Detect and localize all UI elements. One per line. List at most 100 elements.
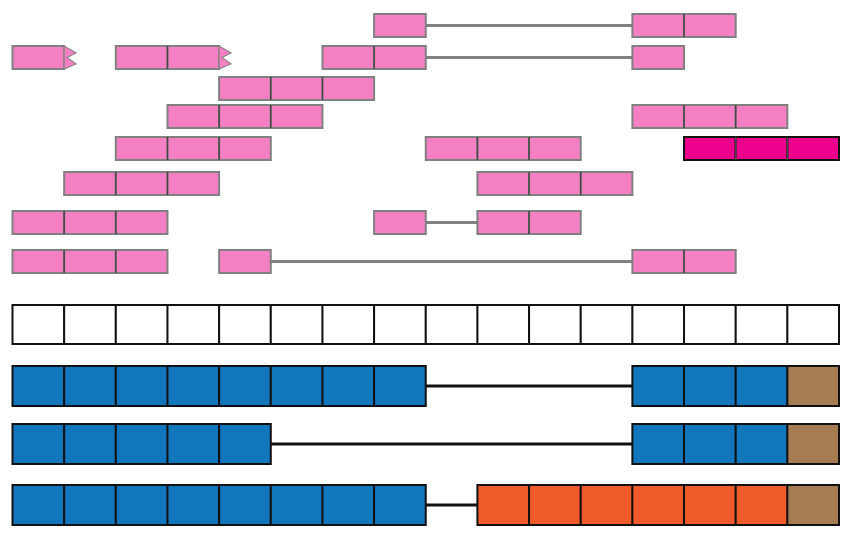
read-13 — [11, 210, 169, 235]
read-block — [218, 76, 272, 101]
read-block — [373, 13, 427, 38]
read-block — [114, 136, 169, 161]
read-9 — [424, 136, 582, 161]
exon-cell-blue — [63, 365, 117, 407]
read-block — [321, 76, 376, 101]
exon-cell-blue — [631, 423, 686, 465]
read-block — [476, 210, 531, 235]
read-block — [11, 210, 66, 235]
exon-cell-blue — [114, 484, 169, 526]
read-1 — [373, 13, 737, 38]
read-block — [373, 45, 427, 70]
exon-cell-blue — [218, 365, 272, 407]
read-block — [528, 136, 582, 161]
read-block — [166, 45, 221, 70]
exon-cell-blue — [63, 423, 117, 465]
exon-cell-blue — [218, 484, 272, 526]
read-block — [114, 210, 169, 235]
truncation-arrow-icon — [63, 45, 78, 70]
exon-cell-blue — [683, 423, 737, 465]
exon-cell-orange — [476, 484, 531, 526]
read-block — [11, 45, 66, 70]
exon-cell-blue — [321, 484, 376, 526]
reference-cell — [424, 304, 479, 345]
exon-cell-blue — [373, 484, 427, 526]
exon-cell-orange — [631, 484, 686, 526]
reference-cell — [114, 304, 169, 345]
read-10 — [683, 136, 840, 161]
transcript-1 — [11, 365, 840, 407]
exon-cell-blue — [218, 423, 272, 465]
transcript-3 — [11, 484, 840, 526]
read-block — [476, 171, 531, 196]
exon-cell-blue — [269, 484, 324, 526]
read-block — [476, 136, 531, 161]
exon-cell-orange — [528, 484, 582, 526]
read-3 — [114, 45, 233, 70]
reference-cell — [11, 304, 66, 345]
reference-cell — [734, 304, 789, 345]
reference-cell — [166, 304, 221, 345]
exon-cell-blue — [166, 423, 221, 465]
reference-cell — [631, 304, 686, 345]
read-block — [166, 171, 221, 196]
exon-cell-blue — [269, 365, 324, 407]
exon-cell-blue — [63, 484, 117, 526]
reference-cell — [528, 304, 582, 345]
read-block — [683, 136, 737, 161]
read-block — [11, 249, 66, 274]
read-block — [269, 76, 324, 101]
read-block — [734, 104, 789, 129]
read-block — [631, 45, 686, 70]
reference-track — [11, 304, 840, 345]
read-block — [114, 249, 169, 274]
read-block — [218, 104, 272, 129]
read-block — [63, 249, 117, 274]
reference-cell — [321, 304, 376, 345]
reference-cell — [683, 304, 737, 345]
reference-cell — [579, 304, 634, 345]
read-15 — [11, 249, 169, 274]
exon-cell-blue — [373, 365, 427, 407]
exon-cell-tan — [786, 423, 840, 465]
read-block — [218, 136, 272, 161]
exon-cell-orange — [734, 484, 789, 526]
exon-cell-blue — [11, 365, 66, 407]
read-block — [269, 104, 324, 129]
read-block — [321, 45, 376, 70]
exon-cell-blue — [321, 365, 376, 407]
reference-cell — [218, 304, 272, 345]
exon-cell-orange — [683, 484, 737, 526]
exon-cell-orange — [579, 484, 634, 526]
read-block — [114, 45, 169, 70]
read-block — [734, 136, 789, 161]
read-6 — [166, 104, 324, 129]
exon-cell-blue — [114, 365, 169, 407]
read-5 — [218, 76, 376, 101]
reference-cell — [373, 304, 427, 345]
transcript-2 — [11, 423, 840, 465]
read-block — [114, 171, 169, 196]
reference-cell — [476, 304, 531, 345]
exon-cell-blue — [734, 365, 789, 407]
exon-cell-blue — [631, 365, 686, 407]
read-16 — [218, 249, 737, 274]
read-8 — [114, 136, 272, 161]
read-7 — [631, 104, 789, 129]
reference-cell — [63, 304, 117, 345]
read-14 — [373, 210, 582, 235]
exon-cell-tan — [786, 484, 840, 526]
read-block — [218, 249, 272, 274]
exon-cell-blue — [114, 423, 169, 465]
read-block — [579, 171, 634, 196]
exon-cell-blue — [11, 423, 66, 465]
read-block — [683, 104, 737, 129]
read-block — [166, 104, 221, 129]
read-block — [683, 249, 737, 274]
read-block — [63, 171, 117, 196]
read-block — [631, 13, 686, 38]
exon-cell-blue — [683, 365, 737, 407]
exon-cell-blue — [166, 365, 221, 407]
read-block — [166, 136, 221, 161]
